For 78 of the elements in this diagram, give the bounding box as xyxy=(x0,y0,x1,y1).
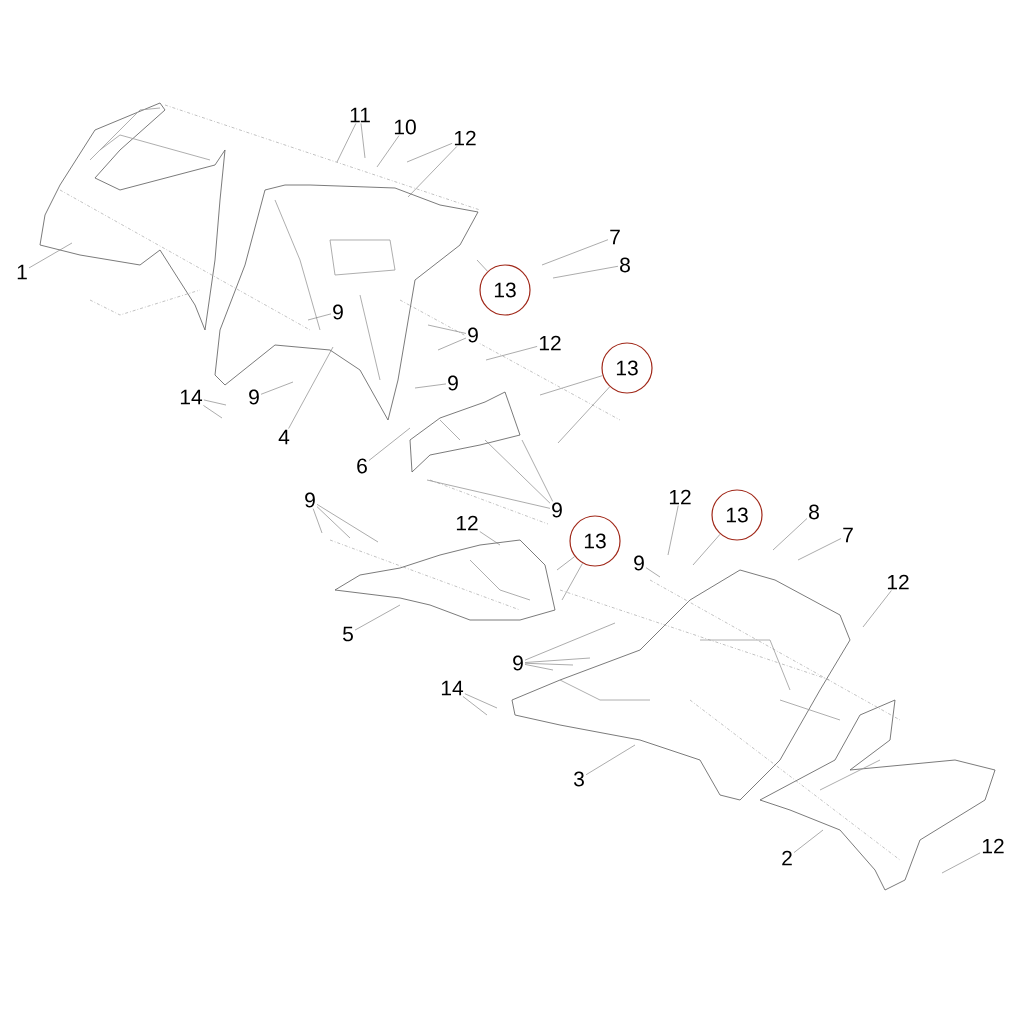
leader-line xyxy=(203,405,223,419)
leader-line xyxy=(368,427,411,461)
leader-line xyxy=(407,146,458,198)
callout-number: 11 xyxy=(348,106,372,124)
circled-callout-number: 13 xyxy=(479,264,531,316)
leader-line xyxy=(557,386,610,444)
callout-number: 12 xyxy=(454,514,480,532)
callout-number: 7 xyxy=(841,526,855,544)
leader-line xyxy=(427,324,467,334)
leader-line xyxy=(479,531,501,546)
leader-line xyxy=(406,143,453,163)
leader-line xyxy=(316,506,351,539)
leader-line xyxy=(484,439,551,504)
leader-line xyxy=(260,381,294,395)
callout-number: 12 xyxy=(885,573,911,591)
leader-line xyxy=(941,852,981,874)
callout-number: 1 xyxy=(15,263,29,281)
callout-number: 14 xyxy=(439,679,465,697)
callout-number: 9 xyxy=(466,326,480,344)
leader-line xyxy=(203,399,227,406)
leader-line xyxy=(312,508,323,534)
leader-line xyxy=(585,744,636,776)
leader-line xyxy=(772,518,808,551)
leader-line xyxy=(462,696,488,716)
circled-callout-number: 13 xyxy=(569,515,621,567)
callout-number: 9 xyxy=(247,388,261,406)
circled-callout-number: 13 xyxy=(711,489,763,541)
leader-line xyxy=(521,439,553,502)
leader-line xyxy=(645,567,661,578)
callout-number: 9 xyxy=(303,491,317,509)
callout-number: 9 xyxy=(446,374,460,392)
callout-number: 5 xyxy=(341,625,355,643)
callout-number: 12 xyxy=(537,334,563,352)
callout-number: 9 xyxy=(550,501,564,519)
leader-line xyxy=(464,693,498,709)
leader-line xyxy=(354,604,401,631)
callout-number: 2 xyxy=(780,849,794,867)
callout-number: 9 xyxy=(511,654,525,672)
callout-number: 3 xyxy=(572,770,586,788)
leader-line xyxy=(426,479,551,509)
leader-line xyxy=(692,533,721,566)
callout-number: 8 xyxy=(618,256,632,274)
callout-number: 12 xyxy=(980,837,1006,855)
callout-number: 9 xyxy=(632,554,646,572)
leader-line xyxy=(541,239,609,266)
leader-line xyxy=(360,123,366,159)
callout-number: 7 xyxy=(608,228,622,246)
callout-number: 12 xyxy=(667,488,693,506)
leader-line xyxy=(524,657,591,663)
leader-line xyxy=(667,505,679,556)
leader-line xyxy=(336,123,357,163)
leader-line xyxy=(307,313,332,321)
callout-number: 8 xyxy=(807,503,821,521)
callout-number: 10 xyxy=(392,118,418,136)
leader-line xyxy=(485,346,538,361)
leader-line xyxy=(376,135,400,168)
leader-line xyxy=(316,504,379,543)
leader-line xyxy=(437,337,467,351)
leader-line xyxy=(797,538,842,561)
bracket-drawing xyxy=(409,391,521,473)
leader-line xyxy=(561,563,583,601)
callout-number: 6 xyxy=(355,457,369,475)
callout-number: 14 xyxy=(178,388,204,406)
leader-line xyxy=(552,265,619,279)
circled-callout-number: 13 xyxy=(601,342,653,394)
leader-line xyxy=(476,259,488,272)
leader-line xyxy=(524,662,574,666)
leader-line xyxy=(414,383,447,389)
leader-line xyxy=(28,242,73,269)
leader-line xyxy=(524,664,554,671)
leader-line xyxy=(556,556,575,571)
callout-number: 12 xyxy=(452,129,478,147)
leader-line xyxy=(539,375,603,396)
callout-number: 4 xyxy=(277,428,291,446)
leader-line xyxy=(288,346,334,429)
leader-line xyxy=(862,590,892,628)
leader-line xyxy=(524,622,616,661)
leader-line xyxy=(793,829,824,853)
